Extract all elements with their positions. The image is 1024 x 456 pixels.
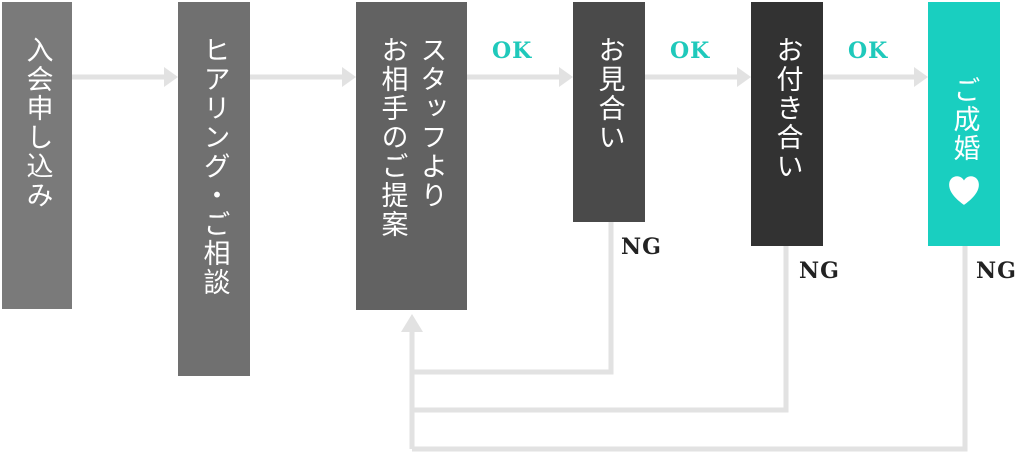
step-staff-proposal: スタッフより お相手のご提案 bbox=[356, 2, 467, 310]
step-marriage-label: ご成婚 bbox=[948, 75, 980, 163]
ng-return-path-2 bbox=[412, 246, 789, 413]
heart-icon bbox=[949, 175, 979, 205]
step-dating-label: お付き合い bbox=[771, 36, 803, 181]
arrow-right-icon bbox=[737, 67, 751, 87]
ng-label-omiai: NG bbox=[621, 234, 662, 260]
ok-label-omiai-to-dating: OK bbox=[670, 38, 711, 64]
ng-label-marriage: NG bbox=[976, 258, 1017, 284]
ng-return-path-3 bbox=[412, 246, 968, 452]
step-dating: お付き合い bbox=[751, 2, 823, 246]
ok-label-proposal-to-omiai: OK bbox=[492, 38, 533, 64]
step-application: 入会申し込み bbox=[2, 2, 72, 309]
arrow-up-icon bbox=[401, 314, 423, 332]
arrow-right-icon bbox=[914, 67, 928, 87]
ng-return-path-1 bbox=[412, 222, 614, 375]
ok-label-dating-to-marriage: OK bbox=[848, 38, 889, 64]
step-hearing-consultation: ヒアリング・ご相談 bbox=[178, 2, 250, 376]
step-marriage: ご成婚 bbox=[928, 2, 1000, 246]
arrow-right-icon bbox=[559, 67, 573, 87]
ng-label-dating: NG bbox=[799, 258, 840, 284]
step-omiai-label: お見合い bbox=[593, 36, 625, 152]
step-application-label: 入会申し込み bbox=[21, 36, 53, 210]
step-proposal-label-line1: スタッフより bbox=[415, 36, 447, 210]
arrow-right-icon bbox=[164, 67, 178, 87]
step-hearing-label: ヒアリング・ご相談 bbox=[198, 36, 230, 297]
step-proposal-label-line2: お相手のご提案 bbox=[376, 36, 408, 239]
step-omiai: お見合い bbox=[573, 2, 645, 222]
arrow-right-icon bbox=[342, 67, 356, 87]
